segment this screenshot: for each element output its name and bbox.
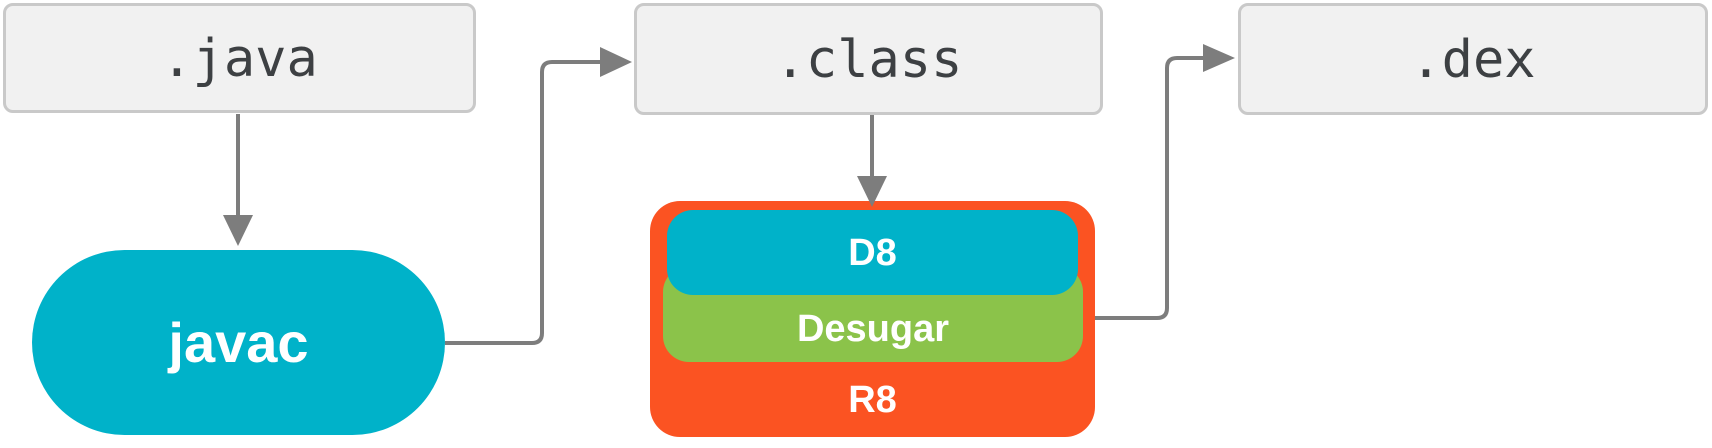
file-node-dex: .dex [1238, 3, 1708, 115]
tool-node-d8 [667, 210, 1078, 295]
javac-label: javac [168, 310, 309, 374]
tool-node-javac: javac [32, 250, 445, 435]
arrow-r8-to-dex [1095, 44, 1235, 320]
r8-label: R8 [848, 378, 897, 421]
file-node-class: .class [634, 3, 1103, 115]
dex-label: .dex [1410, 30, 1536, 90]
d8-label: D8 [848, 231, 897, 274]
arrow-java-to-javac [223, 114, 253, 246]
tool-node-r8-group: D8 Desugar R8 [650, 201, 1095, 437]
arrow-class-to-d8 [857, 115, 887, 207]
file-node-java: .java [3, 3, 476, 113]
java-label: .java [161, 29, 318, 89]
desugar-label: Desugar [796, 307, 950, 350]
class-label: .class [774, 30, 963, 90]
